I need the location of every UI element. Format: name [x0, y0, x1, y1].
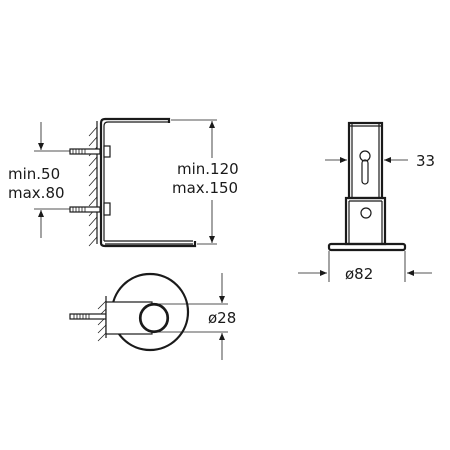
tube-diameter-dimension: ø28 [158, 273, 236, 360]
spacing-dimension: min.50 max.80 [8, 122, 70, 238]
label-slot-width: 33 [416, 152, 435, 170]
upper-tube [347, 121, 384, 200]
depth-dimension: min.120 max.150 [171, 119, 239, 245]
slot-width-dimension: 33 [325, 152, 435, 170]
label-max-depth: max.150 [172, 179, 238, 197]
top-view: ø28 [69, 272, 236, 360]
lower-sleeve [344, 196, 387, 246]
label-tube-diameter: ø28 [208, 309, 236, 327]
label-min-spacing: min.50 [8, 165, 60, 183]
label-base-diameter: ø82 [345, 265, 373, 283]
tube-circle [138, 302, 170, 334]
base-diameter-dimension: ø82 [298, 251, 432, 283]
front-view: 33 ø82 [298, 121, 435, 283]
label-min-depth: min.120 [177, 160, 239, 178]
bracket-profile [99, 117, 197, 248]
set-screw-hole [360, 207, 372, 219]
wall-hatch-side [88, 121, 98, 247]
screw-top [69, 313, 107, 320]
screw-upper [69, 148, 101, 155]
screw-lower [69, 206, 101, 213]
side-view: min.50 max.80 min.120 max.150 [8, 117, 239, 248]
label-max-spacing: max.80 [8, 184, 65, 202]
